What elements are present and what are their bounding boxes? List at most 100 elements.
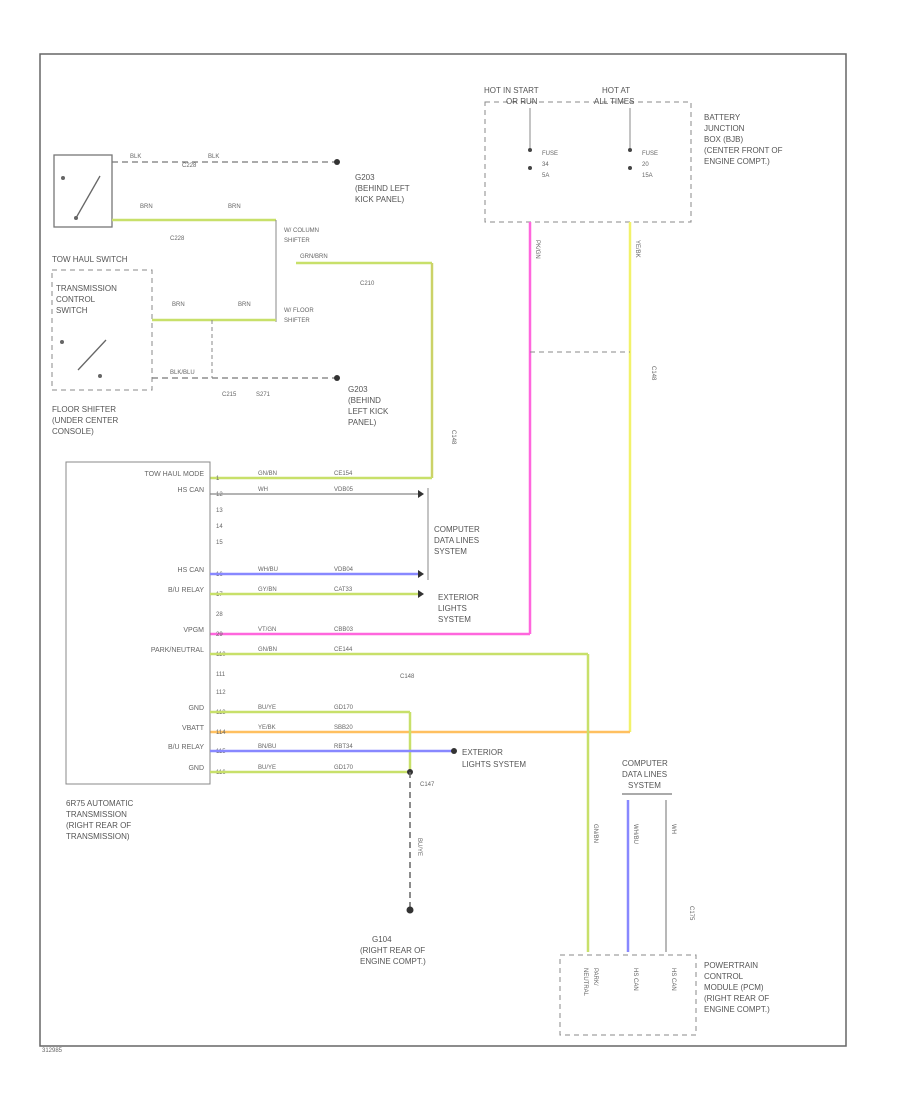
tcs-label-l3: SWITCH — [56, 306, 88, 315]
top-switch-pivot — [74, 216, 78, 220]
fuse-20-label-l1: FUSE — [642, 151, 658, 157]
tcm-pin-wire-code: VT/GN — [258, 627, 276, 633]
pcm-desc-l5: ENGINE COMPT.) — [704, 1005, 770, 1014]
column-shifter-l1: W/ COLUMN — [284, 228, 319, 234]
floor-shifter-l1: W/ FLOOR — [284, 308, 314, 314]
splice-s271: S271 — [256, 392, 271, 398]
tcm-pin-label: B/U RELAY — [168, 744, 204, 751]
tcm-pin-wire-code: GN/BN — [258, 471, 277, 477]
tcm-pin-wire-code: YE/BK — [258, 725, 276, 731]
tcs-contact — [77, 339, 107, 371]
fuse-20-top — [628, 148, 632, 152]
tcm-pin-number: 111 — [216, 672, 226, 678]
bjb-desc-l3: BOX (BJB) — [704, 135, 743, 144]
fuse-20-label-l2: 20 — [642, 162, 649, 168]
fuse-20-label-l3: 15A — [642, 173, 653, 179]
tcm-pin-wire-code: WH — [258, 487, 268, 493]
pcm-pin-park-l1: PARK/ — [592, 968, 598, 986]
fuse-34-label-l2: 34 — [542, 162, 549, 168]
fuse-20-bottom — [628, 166, 632, 170]
tcm-pin-circuit: RBT34 — [334, 744, 353, 750]
bjb-desc-l5: ENGINE COMPT.) — [704, 157, 770, 166]
computer-data-lines-l2: DATA LINES — [434, 536, 479, 545]
fuse-34-top — [528, 148, 532, 152]
bjb-desc-l4: (CENTER FRONT OF — [704, 146, 783, 155]
tcm-pin-label: VBATT — [182, 725, 205, 732]
ground-g104-dot — [406, 906, 414, 914]
tcm-pin-label: HS CAN — [178, 567, 204, 574]
tcm-pin-number: 12 — [216, 492, 223, 498]
tcm-pin-number: 112 — [216, 690, 226, 696]
ground-g104-l2: (RIGHT REAR OF — [360, 946, 425, 955]
wire-code-brn-b: BRN — [228, 204, 241, 210]
tcm-pin-circuit: CE144 — [334, 647, 353, 653]
tcm-pin-circuit: VDB05 — [334, 487, 354, 493]
wire-code-brn-mid-b: BRN — [238, 302, 251, 308]
connector-c148-c: C148 — [400, 674, 415, 680]
fuse-34-label-l1: FUSE — [542, 151, 558, 157]
computer-data-lines-l3: SYSTEM — [434, 547, 467, 556]
transmission-control-switch-box — [51, 269, 153, 391]
hot-in-start-l2: OR RUN — [506, 97, 538, 106]
ground-g203-top-l3: KICK PANEL) — [355, 195, 405, 204]
ground-g203-top-dot — [334, 159, 340, 165]
battery-junction-box — [484, 101, 692, 223]
ground-g104-l1: G104 — [372, 935, 392, 944]
floor-shifter-desc-l2: (UNDER CENTER — [52, 416, 118, 425]
floor-shifter-desc-l1: FLOOR SHIFTER — [52, 405, 116, 414]
tcm-desc-l2: TRANSMISSION — [66, 810, 127, 819]
ground-g203-mid-dot — [334, 375, 340, 381]
tcm-pin-label: B/U RELAY — [168, 587, 204, 594]
tcm-pin-number: 29 — [216, 632, 223, 638]
connector-c147: C147 — [420, 782, 435, 788]
exterior-lights-l1: EXTERIOR — [438, 593, 479, 602]
wire-code-pk-gn: PK/GN — [534, 240, 540, 259]
diagram-id: 312985 — [42, 1048, 63, 1054]
connector-c148-a: C148 — [450, 430, 456, 445]
tcm-desc-l3: (RIGHT REAR OF — [66, 821, 131, 830]
floor-shifter-l2: SHIFTER — [284, 318, 310, 324]
pcm-cdl-l3: SYSTEM — [628, 781, 661, 790]
ground-g104-l3: ENGINE COMPT.) — [360, 957, 426, 966]
tcm-pin-label: TOW HAUL MODE — [144, 471, 204, 478]
ground-g203-mid-l1: G203 — [348, 385, 368, 394]
fuse-34-bottom — [528, 166, 532, 170]
exterior-lights2-l1: EXTERIOR — [462, 748, 503, 757]
tcm-pin-label: PARK/NEUTRAL — [151, 647, 204, 654]
connector-c228-top: C228 — [182, 163, 197, 169]
pcm-box — [559, 954, 697, 1036]
connector-c228: C228 — [170, 236, 185, 242]
exterior-lights-l2: LIGHTS — [438, 604, 467, 613]
pcm-desc-l2: CONTROL — [704, 972, 744, 981]
pcm-pin-park-l2: NEUTRAL — [582, 968, 588, 997]
tcm-pin-number: 14 — [216, 524, 223, 530]
tcm-pin-circuit: GD170 — [334, 705, 354, 711]
wire-code-bu-ye-vertical: BU/YE — [416, 838, 422, 856]
wire-code-grn-brn: GRN/BRN — [300, 254, 328, 260]
wire-code-blk-a: BLK — [130, 154, 141, 160]
top-switch-terminal — [61, 176, 65, 180]
ground-g203-top-l2: (BEHIND LEFT — [355, 184, 410, 193]
pcm-desc-l3: MODULE (PCM) — [704, 983, 764, 992]
tcm-desc-l4: TRANSMISSION) — [66, 832, 130, 841]
tcm-pin-label: GND — [188, 765, 204, 772]
top-switch-box — [53, 154, 113, 228]
tcm-pin-circuit: CE154 — [334, 471, 353, 477]
tcm-pin-circuit: CAT33 — [334, 587, 353, 593]
bjb-desc-l2: JUNCTION — [704, 124, 745, 133]
tcm-pin-wire-code: GN/BN — [258, 647, 277, 653]
tcm-pin-number: 15 — [216, 540, 223, 546]
wire-code-brn-mid-a: BRN — [172, 302, 185, 308]
connector-c215: C215 — [222, 392, 237, 398]
tcm-pin-wire-code: BN/BU — [258, 744, 276, 750]
column-shifter-l2: SHIFTER — [284, 238, 310, 244]
tcm-pin-circuit: GD170 — [334, 765, 354, 771]
tcm-pin-number: 13 — [216, 508, 223, 514]
pcm-desc-l1: POWERTRAIN — [704, 961, 758, 970]
tcm-pin-circuit: VDB04 — [334, 567, 354, 573]
connector-c175: C175 — [688, 906, 694, 921]
pcm-desc-l4: (RIGHT REAR OF — [704, 994, 769, 1003]
ground-g203-mid-l4: PANEL) — [348, 418, 377, 427]
tcm-desc-l1: 6R75 AUTOMATIC — [66, 799, 134, 808]
wire-code-blk-blu: BLK/BLU — [170, 370, 195, 376]
